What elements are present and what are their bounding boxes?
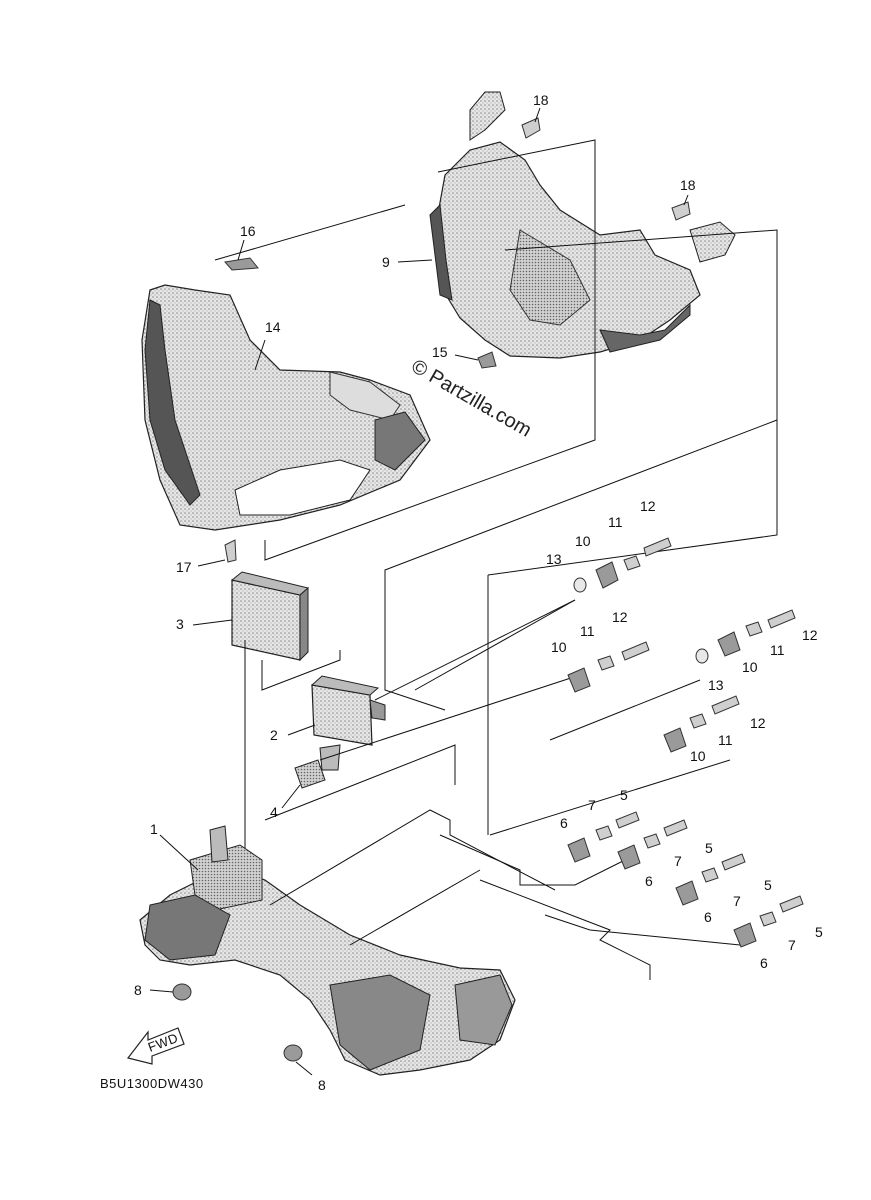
guide-line — [374, 599, 576, 701]
guide-line — [384, 229, 778, 711]
callout-15: 15 — [432, 344, 448, 360]
guide-line — [269, 809, 556, 906]
fwd-arrow: FWD — [126, 1027, 185, 1065]
grommet-part — [172, 983, 192, 1001]
callout-12: 12 — [802, 627, 818, 643]
callout-10: 10 — [742, 659, 758, 675]
callout-18: 18 — [533, 92, 549, 108]
fastener-set — [663, 695, 740, 753]
diagram-code: B5U1300DW430 — [100, 1076, 204, 1091]
callout-7: 7 — [674, 853, 682, 869]
callout-13: 13 — [546, 551, 562, 567]
callout-8: 8 — [134, 982, 142, 998]
callout-16: 16 — [240, 223, 256, 239]
screw-part — [671, 201, 691, 221]
callout-6: 6 — [704, 909, 712, 925]
fastener-set — [567, 811, 640, 863]
guide-line — [479, 879, 651, 980]
guide-line — [487, 420, 778, 576]
screw-part — [521, 117, 541, 139]
fastener-set — [733, 895, 804, 948]
fastener-set — [717, 609, 796, 657]
guide-line — [214, 204, 406, 261]
callout-10: 10 — [551, 639, 567, 655]
callout-5: 5 — [815, 924, 823, 940]
callout-6: 6 — [645, 873, 653, 889]
callout-11: 11 — [608, 514, 623, 530]
callout-4: 4 — [270, 804, 278, 820]
callout-1: 1 — [150, 821, 158, 837]
callout-5: 5 — [705, 840, 713, 856]
callout-12: 12 — [750, 715, 766, 731]
fastener-set — [567, 641, 709, 693]
headlight-assembly — [429, 91, 736, 359]
sensor-unit — [294, 744, 341, 789]
callout-7: 7 — [588, 797, 596, 813]
grommet-part — [283, 1044, 303, 1062]
guide-line — [264, 744, 456, 821]
callout-10: 10 — [690, 748, 706, 764]
guide-line — [261, 650, 341, 691]
frame-stay — [139, 825, 516, 1076]
fastener-set — [675, 853, 746, 906]
callout-5: 5 — [764, 877, 772, 893]
guide-line — [414, 599, 576, 691]
clip-part — [224, 257, 259, 271]
leader-lines — [149, 107, 689, 1076]
guide-line — [319, 674, 581, 761]
callout-7: 7 — [788, 937, 796, 953]
callout-11: 11 — [580, 623, 595, 639]
callout-5: 5 — [620, 787, 628, 803]
callout-7: 7 — [733, 893, 741, 909]
callout-2: 2 — [270, 727, 278, 743]
fastener-set — [617, 819, 688, 870]
callout-13: 13 — [708, 677, 724, 693]
callout-9: 9 — [382, 254, 390, 270]
guide-line — [489, 759, 731, 836]
guide-line — [264, 139, 596, 561]
callout-3: 3 — [176, 616, 184, 632]
callout-12: 12 — [612, 609, 628, 625]
callout-17: 17 — [176, 559, 192, 575]
callout-10: 10 — [575, 533, 591, 549]
clip-part — [477, 351, 497, 369]
fastener-set — [573, 537, 672, 593]
watermark-text: © Partzilla.com — [408, 355, 536, 441]
callout-11: 11 — [770, 642, 785, 658]
front-cowl — [141, 284, 431, 531]
guide-line — [439, 834, 626, 886]
callout-14: 14 — [265, 319, 281, 335]
screw-part — [224, 539, 237, 563]
guide-line — [349, 869, 481, 946]
callout-12: 12 — [640, 498, 656, 514]
regulator-unit — [310, 675, 386, 746]
callout-11: 11 — [718, 732, 733, 748]
callout-18: 18 — [680, 177, 696, 193]
callout-8: 8 — [318, 1077, 326, 1093]
guide-line — [549, 679, 701, 741]
guide-line — [544, 914, 741, 946]
callout-6: 6 — [760, 955, 768, 971]
ecu-unit — [230, 571, 310, 662]
callout-6: 6 — [560, 815, 568, 831]
